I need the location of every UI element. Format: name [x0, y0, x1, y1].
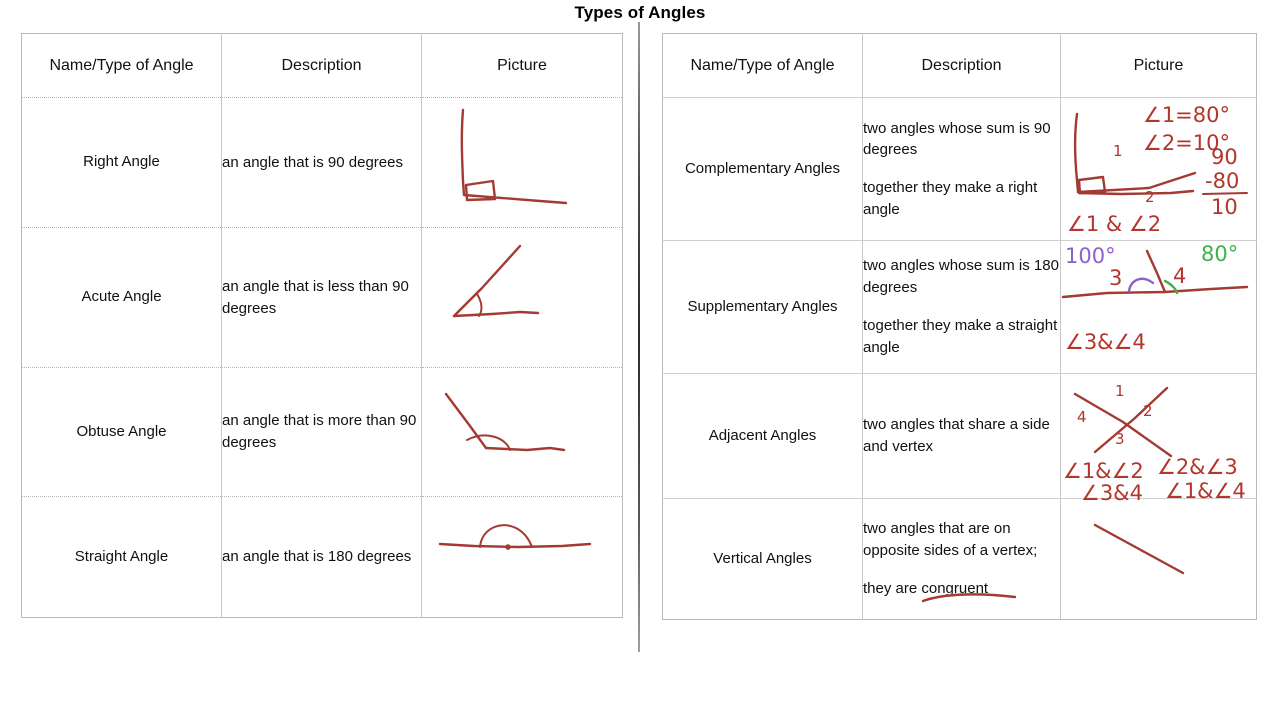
description-line: an angle that is less than 90 degrees [222, 277, 409, 317]
angle-description-acute: an angle that is less than 90 degrees [221, 227, 422, 368]
annotation-label-1: 1 [1113, 142, 1123, 160]
annotation-angle-pair: ∠3&∠4 [1065, 330, 1146, 354]
angle-name-text: Supplementary Angles [687, 297, 838, 315]
angle-description-straight: an angle that is 180 degrees [221, 496, 422, 618]
table-row: Supplementary Angles two angles whose su… [662, 240, 1257, 374]
annotation-pair-2-3: ∠2&∠3 [1157, 455, 1238, 479]
angle-name-text: Vertical Angles [713, 549, 812, 567]
annotation-pair-1-2: ∠1&∠2 [1063, 459, 1144, 483]
annotation-minuend-90: 90 [1211, 145, 1238, 169]
column-header-description: Description [862, 33, 1061, 98]
angle-name-straight: Straight Angle [21, 496, 222, 618]
table-header-row: Name/Type of Angle Description Picture [21, 33, 623, 98]
angle-name-complementary: Complementary Angles [662, 97, 863, 241]
description-line: two angles whose sum is 90 degrees [863, 119, 1051, 159]
column-header-description: Description [221, 33, 422, 98]
center-divider [638, 22, 640, 652]
column-header-picture: Picture [1133, 56, 1184, 74]
angle-description-adjacent: two angles that share a side and vertex [862, 372, 1061, 499]
annotation-label-4: 4 [1077, 408, 1087, 426]
description-line: an angle that is more than 90 degrees [222, 412, 417, 451]
description-line: an angle that is 180 degrees [222, 548, 412, 566]
table-row: Vertical Angles two angles that are on o… [662, 497, 1257, 620]
annotation-80-degrees: 80° [1201, 242, 1238, 266]
table-angle-pairs: Name/Type of Angle Description Picture C… [662, 33, 1257, 620]
description-line: together they make a straight angle [863, 316, 1058, 356]
angle-picture-complementary: 1 2 ∠1=80° ∠2=10° 90 -80 10 ∠1 & ∠2 [1060, 97, 1257, 241]
table-row: Complementary Angles two angles whose su… [662, 97, 1257, 241]
table-header-row: Name/Type of Angle Description Picture [662, 33, 1257, 98]
description-line: an angle that is 90 degrees [222, 153, 403, 171]
angle-name-text: Adjacent Angles [708, 426, 817, 444]
angle-description-complementary: two angles whose sum is 90 degrees toget… [862, 97, 1061, 241]
annotation-angle-pair: ∠1 & ∠2 [1067, 212, 1161, 236]
table-row: Adjacent Angles two angles that share a … [662, 372, 1257, 505]
annotation-label-1: 1 [1115, 382, 1125, 400]
angle-description-supplementary: two angles whose sum is 180 degrees toge… [862, 240, 1061, 374]
angle-name-acute: Acute Angle [21, 227, 222, 368]
table-basic-angles: Name/Type of Angle Description Picture R… [21, 33, 623, 618]
annotation-label-2: 2 [1143, 402, 1153, 420]
column-header-picture: Picture [497, 56, 547, 74]
description-line: two angles that share a side and vertex [863, 415, 1050, 455]
annotation-label-3: 3 [1109, 266, 1122, 290]
annotation-angle2-value: ∠2=10° [1143, 131, 1230, 155]
angle-picture-acute [421, 227, 623, 368]
column-header-name: Name/Type of Angle [21, 33, 222, 98]
angle-picture-supplementary: 100° 80° 3 4 ∠3&∠4 [1060, 240, 1257, 374]
angle-description-obtuse: an angle that is more than 90 degrees [221, 367, 422, 497]
angle-description-vertical: two angles that are on opposite sides of… [862, 497, 1061, 620]
annotation-difference-10: 10 [1211, 195, 1238, 219]
annotation-100-degrees: 100° [1065, 244, 1116, 268]
angle-description-right: an angle that is 90 degrees [221, 97, 422, 228]
angle-picture-right [421, 97, 623, 228]
angle-name-obtuse: Obtuse Angle [21, 367, 222, 497]
annotation-label-2: 2 [1145, 188, 1155, 206]
table-row: Obtuse Angle an angle that is more than … [21, 367, 623, 497]
angle-name-right: Right Angle [21, 97, 222, 228]
description-line-congruent: they are congruent [863, 579, 989, 597]
congruent-underline-ink [921, 592, 1017, 602]
description-line: together they make a right angle [863, 179, 1038, 218]
annotation-label-3: 3 [1115, 430, 1125, 448]
angle-picture-adjacent: 1 2 3 4 ∠1&∠2 ∠2&∠3 ∠3&4 ∠1&∠4 [1060, 372, 1257, 505]
table-row: Straight Angle an angle that is 180 degr… [21, 496, 623, 618]
angle-picture-obtuse [421, 367, 623, 497]
page-title: Types of Angles [574, 3, 706, 22]
annotation-label-4: 4 [1173, 264, 1186, 288]
annotation-subtrahend-80: -80 [1205, 169, 1239, 193]
table-row: Right Angle an angle that is 90 degrees [21, 97, 623, 228]
angle-picture-vertical [1060, 497, 1257, 620]
angle-name-vertical: Vertical Angles [662, 497, 863, 620]
angle-name-adjacent: Adjacent Angles [662, 372, 863, 499]
description-line: two angles whose sum is 180 degrees [863, 257, 1059, 297]
column-header-name: Name/Type of Angle [662, 33, 863, 98]
angle-picture-straight [421, 496, 623, 618]
angle-name-supplementary: Supplementary Angles [662, 240, 863, 374]
description-line: two angles that are on opposite sides of… [863, 520, 1038, 559]
annotation-angle1-value: ∠1=80° [1143, 103, 1230, 127]
angle-name-text: Complementary Angles [684, 160, 841, 178]
table-row: Acute Angle an angle that is less than 9… [21, 227, 623, 368]
